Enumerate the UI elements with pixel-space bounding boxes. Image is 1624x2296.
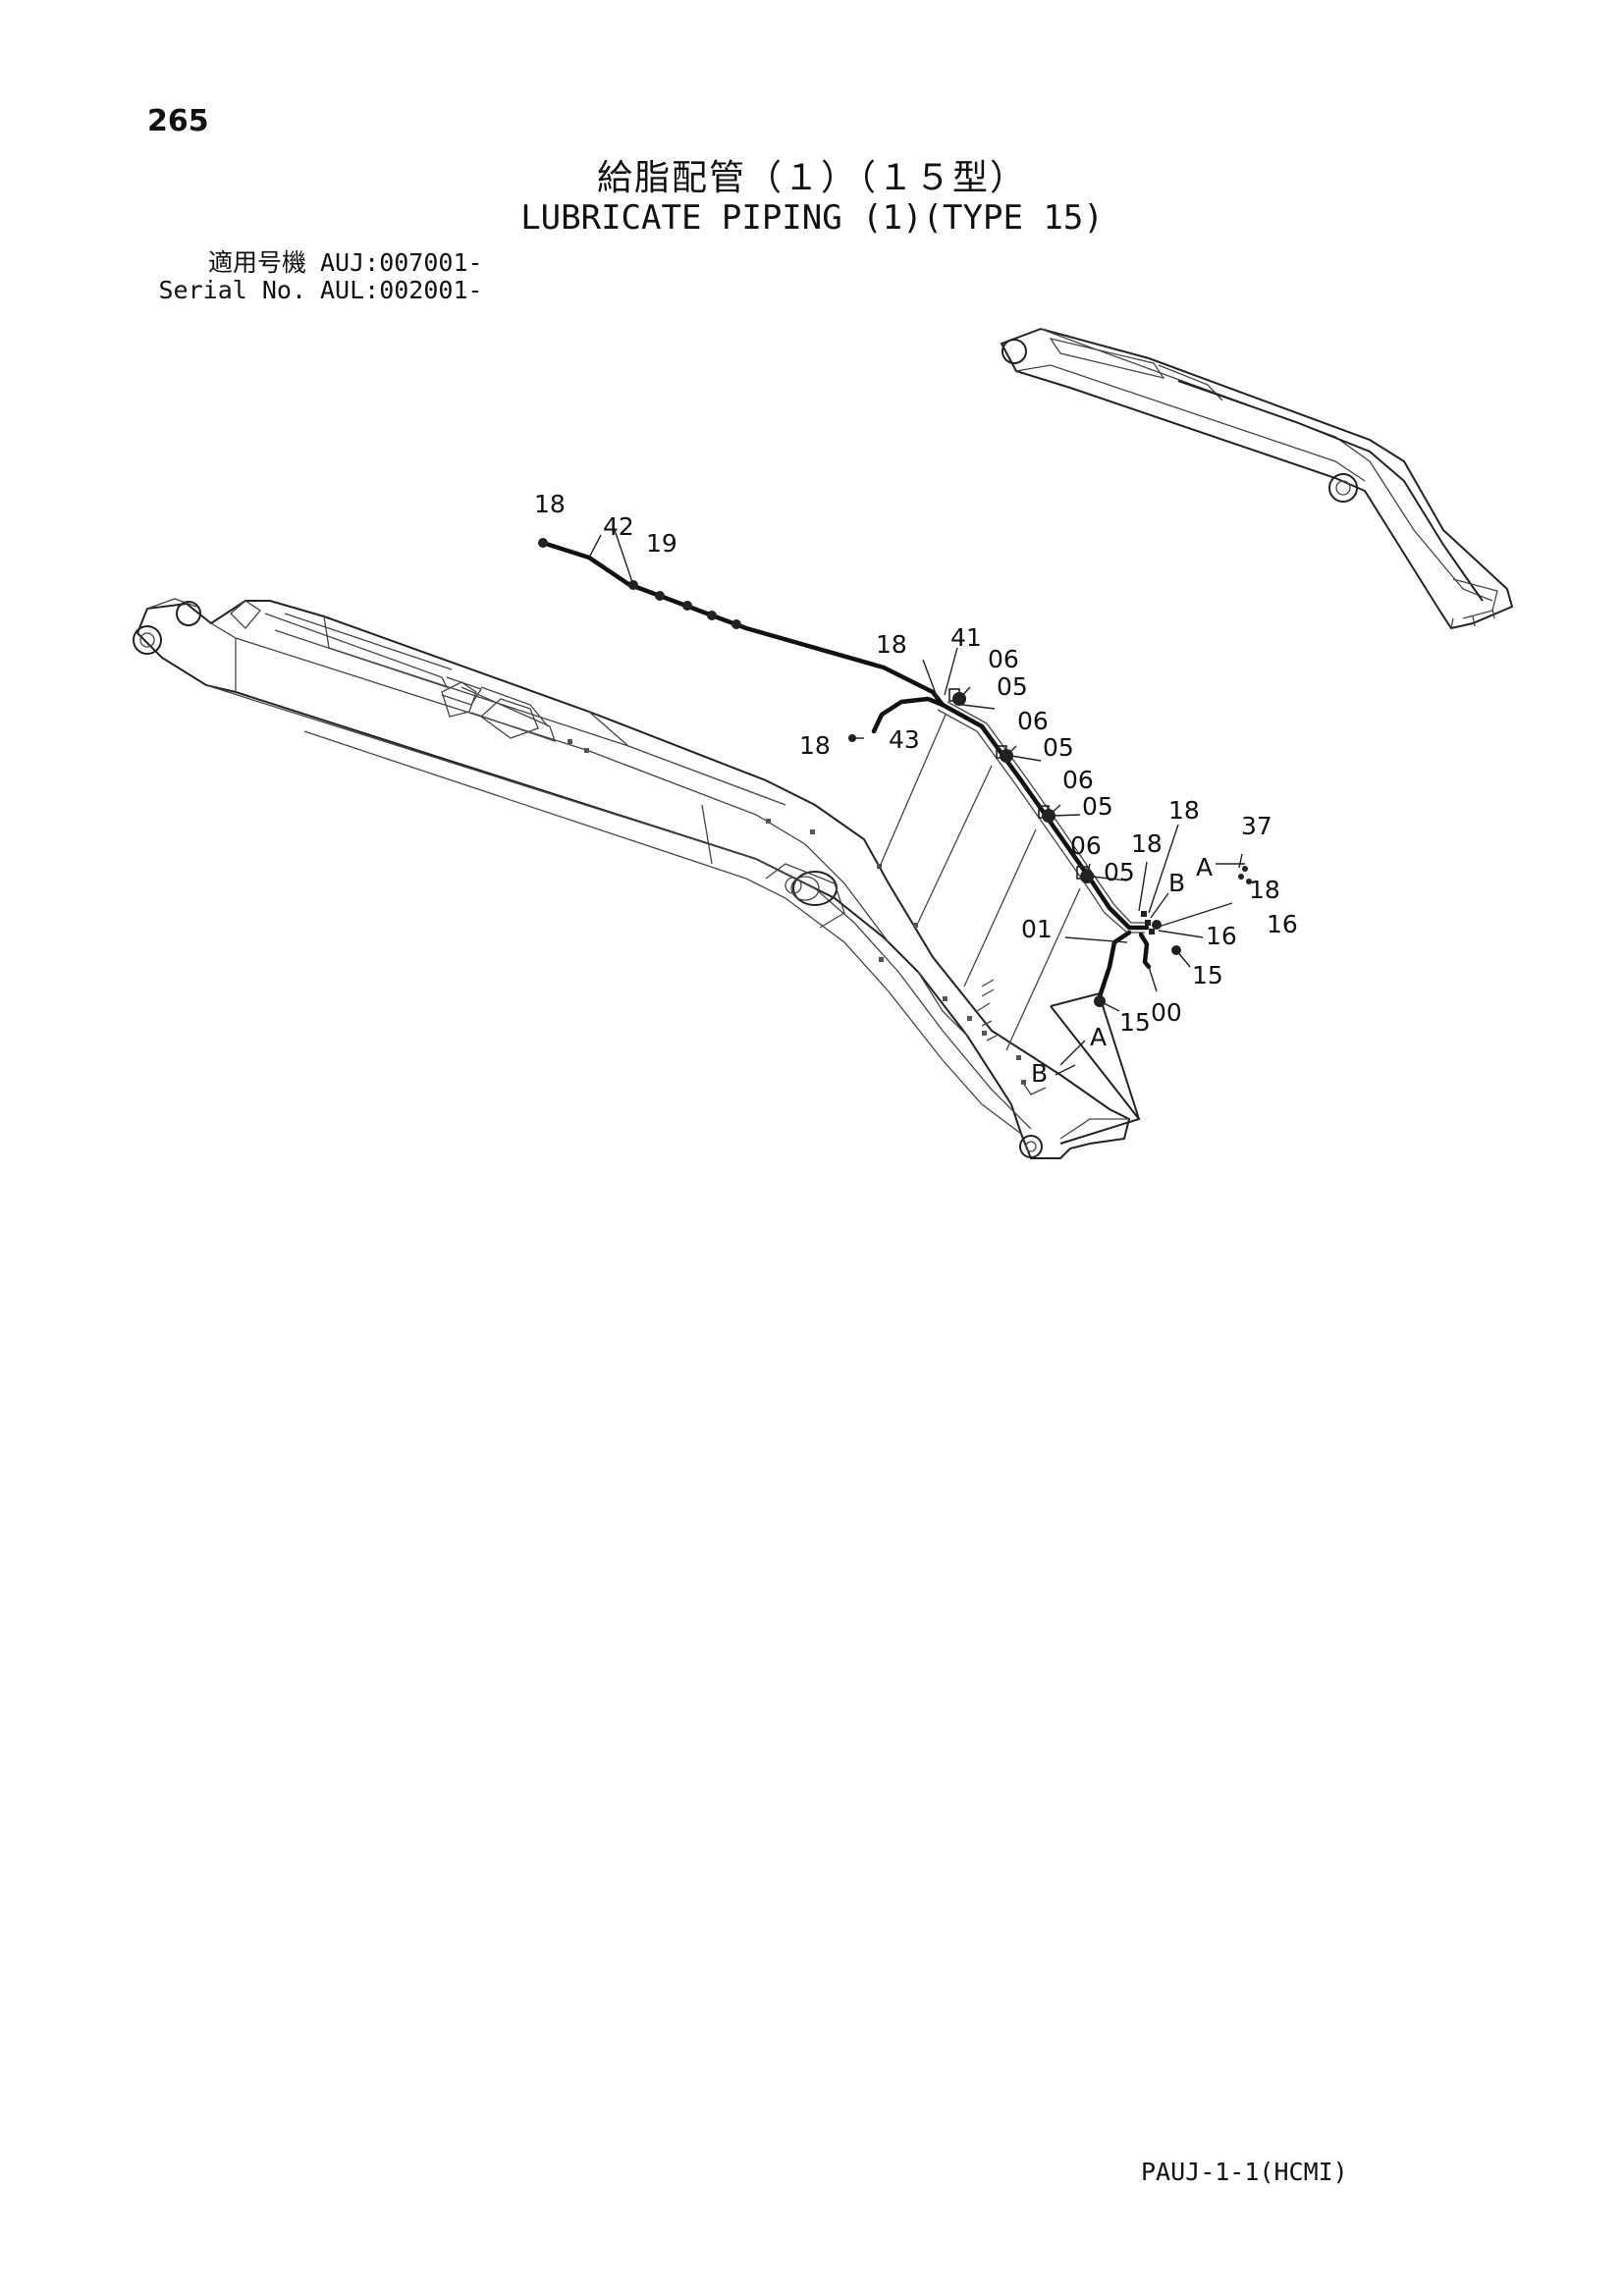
callout-05: 05 — [1043, 733, 1074, 762]
serial-row-en: Serial No. AUL:002001- — [155, 276, 483, 304]
callout-43: 43 — [889, 725, 920, 754]
callout-18: 18 — [1131, 829, 1163, 858]
serial-value: AUL:002001- — [320, 276, 483, 304]
overview-boom — [1000, 327, 1514, 630]
callout-01: 01 — [1021, 915, 1053, 943]
callout-06: 06 — [1062, 766, 1094, 794]
callout-05: 05 — [1082, 792, 1113, 821]
callout-16: 16 — [1206, 922, 1237, 950]
callout-labels: 18 42 19 18 41 06 05 18 43 06 05 06 05 0… — [534, 490, 1298, 1088]
callout-06: 06 — [1070, 831, 1102, 860]
callout-18: 18 — [534, 490, 566, 518]
serial-row-ja: 適用号機 AUJ:007001- — [155, 249, 483, 277]
callout-view-B: B — [1168, 869, 1185, 897]
callout-42: 42 — [603, 512, 634, 541]
page-title-japanese: 給脂配管（１）（１５型） — [596, 158, 1027, 198]
serial-applicability: 適用号機 AUJ:007001- Serial No. AUL:002001- — [155, 249, 483, 304]
callout-18: 18 — [1168, 796, 1200, 825]
page-title-english: LUBRICATE PIPING (1)(TYPE 15) — [520, 198, 1104, 238]
callout-15: 15 — [1192, 961, 1223, 989]
page-number: 265 — [147, 104, 209, 138]
callout-37: 37 — [1241, 812, 1272, 840]
callout-41: 41 — [950, 623, 982, 652]
callout-05: 05 — [997, 672, 1028, 701]
callout-00: 00 — [1151, 998, 1182, 1027]
callout-view-A: A — [1196, 853, 1213, 881]
callout-leaders — [588, 529, 1245, 1076]
footer-code: PAUJ-1-1(HCMI) — [1141, 2158, 1348, 2186]
callout-06: 06 — [988, 645, 1019, 673]
callout-view-B: B — [1031, 1059, 1048, 1088]
callout-15: 15 — [1119, 1008, 1151, 1037]
callout-19: 19 — [646, 529, 677, 558]
callout-18: 18 — [799, 731, 831, 760]
main-boom — [133, 598, 1131, 1159]
serial-label: Serial No. — [158, 276, 306, 304]
callout-18: 18 — [876, 630, 907, 659]
grease-lines — [538, 538, 1252, 1051]
detail-boundary-edge — [1099, 995, 1140, 1120]
callout-18: 18 — [1249, 876, 1280, 904]
serial-label: 適用号機 — [207, 248, 306, 277]
callout-05: 05 — [1104, 858, 1135, 886]
callout-view-A: A — [1090, 1023, 1107, 1051]
callout-06: 06 — [1017, 707, 1049, 735]
serial-value: AUJ:007001- — [320, 248, 483, 277]
callout-16: 16 — [1267, 910, 1298, 938]
